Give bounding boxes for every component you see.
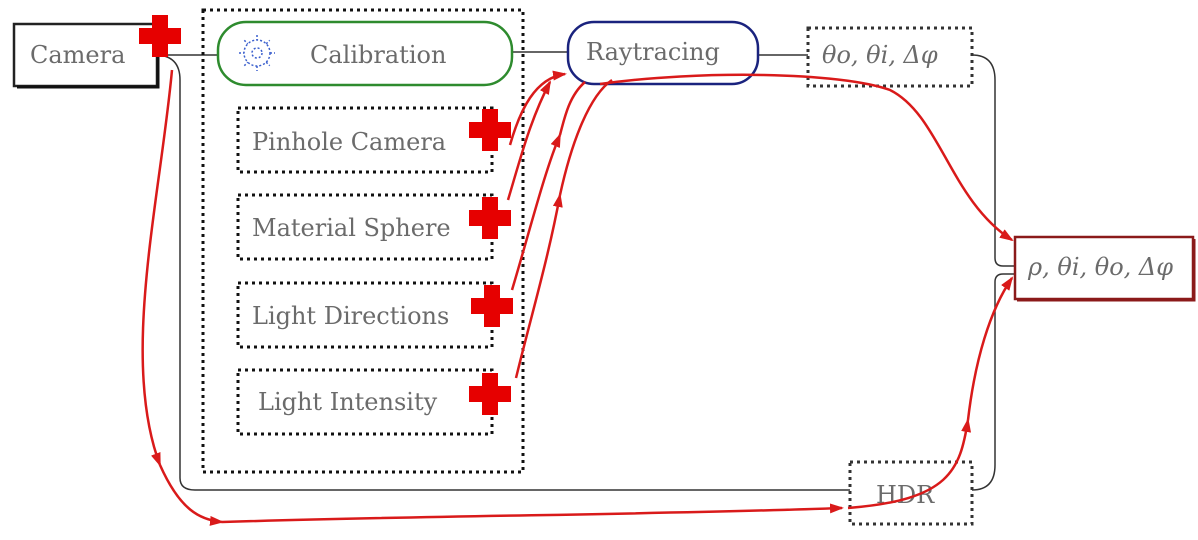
hdr-label: HDR xyxy=(876,481,935,509)
plus-icon xyxy=(469,109,511,151)
material-sphere-label: Material Sphere xyxy=(252,214,451,242)
light-directions-node: Light Directions xyxy=(236,281,494,349)
light-directions-label: Light Directions xyxy=(252,302,449,330)
camera-label: Camera xyxy=(30,41,125,69)
light-intensity-label: Light Intensity xyxy=(258,388,438,416)
output-node: ρ, θi, θo, Δφ xyxy=(1013,235,1196,302)
red-arrows xyxy=(141,69,1014,526)
connector-lines xyxy=(154,51,1015,491)
material-sphere-node: Material Sphere xyxy=(236,193,494,261)
calibration-label: Calibration xyxy=(310,41,446,69)
arrow-pinhole-raytracing xyxy=(508,70,567,146)
connector-hdr-output xyxy=(971,273,1015,491)
arrow-intensity-raytracing xyxy=(514,193,563,379)
plus-icon xyxy=(469,197,511,239)
angles-label: θo, θi, Δφ xyxy=(822,41,938,69)
arrow-directions-raytracing xyxy=(510,133,562,291)
plus-marks xyxy=(139,15,513,415)
plus-icon xyxy=(139,15,181,57)
output-label: ρ, θi, θo, Δφ xyxy=(1027,253,1173,281)
arrow-material-raytracing xyxy=(506,80,552,201)
arrow-raytracing-output xyxy=(599,73,1014,242)
plus-icon xyxy=(471,285,513,327)
camera-node: Camera xyxy=(12,22,160,89)
arrow-hdr-output xyxy=(847,418,972,510)
light-intensity-node: Light Intensity xyxy=(236,368,494,436)
hdr-node: HDR xyxy=(848,460,974,526)
gear-icon xyxy=(239,35,275,71)
calibration-node: Calibration xyxy=(216,20,514,87)
pinhole-camera-label: Pinhole Camera xyxy=(252,128,446,156)
calibration-group-box xyxy=(201,8,525,474)
pinhole-camera-node: Pinhole Camera xyxy=(236,106,494,174)
angles-node: θo, θi, Δφ xyxy=(806,26,974,88)
raytracing-node: Raytracing xyxy=(566,20,760,86)
connector-camera-hdr xyxy=(154,54,850,491)
raytracing-label: Raytracing xyxy=(586,38,720,66)
plus-icon xyxy=(469,373,511,415)
arrow-camera-hdr xyxy=(141,69,174,467)
connector-angles-output xyxy=(971,54,1015,267)
